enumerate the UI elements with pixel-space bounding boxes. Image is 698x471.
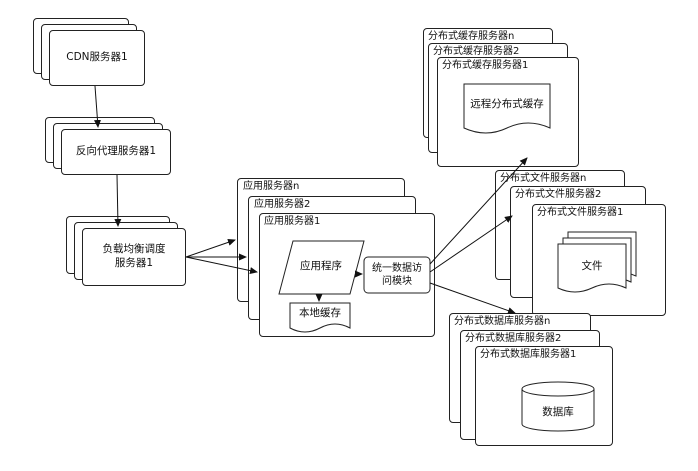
arrow-cdn-to-proxy: [93, 85, 101, 128]
unified-access-label-line2: 问模块: [382, 276, 412, 287]
app-program-label: 应用程序: [300, 260, 342, 273]
app-server-2-label: 应用服务器2: [254, 199, 311, 210]
remote-cache-doc-shape: [463, 83, 551, 134]
arrow-lb-to-app-1: [185, 256, 258, 274]
cdn-server: CDN服务器1: [49, 30, 145, 86]
reverse-proxy-server: 反向代理服务器1: [61, 129, 171, 175]
arrow-lb-to-app-n: [185, 238, 236, 258]
file-doc-front: [557, 243, 627, 293]
remote-cache-label-wrap: 远程分布式缓存: [464, 96, 550, 114]
local-cache-label: 本地缓存: [299, 307, 341, 320]
reverse-proxy-label: 反向代理服务器1: [75, 145, 157, 158]
database-label-wrap: 数据库: [522, 404, 594, 422]
cache-server-1-label: 分布式缓存服务器1: [442, 60, 529, 71]
cdn-server-label: CDN服务器1: [66, 51, 128, 64]
arrow-module-to-db: [429, 282, 516, 314]
file-server-2-label: 分布式文件服务器2: [515, 189, 602, 200]
db-server-1-label: 分布式数据库服务器1: [480, 349, 577, 360]
local-cache-label-wrap: 本地缓存: [290, 306, 350, 322]
arrow-module-to-file: [429, 215, 513, 273]
unified-access-label-wrap: 统一数据访 问模块: [364, 257, 430, 293]
db-server-n-label: 分布式数据库服务器n: [454, 316, 551, 327]
unified-access-label-line1: 统一数据访: [372, 263, 422, 274]
local-cache-shape: [289, 302, 351, 333]
cache-server-n-label: 分布式缓存服务器n: [428, 31, 515, 42]
database-cylinder-shape: [521, 389, 595, 432]
load-balancer-server: 负载均衡调度 服务器1: [82, 228, 186, 286]
file-server-1-label: 分布式文件服务器1: [537, 207, 624, 218]
file-doc-label: 文件: [581, 260, 603, 273]
database-cylinder-top: [521, 381, 595, 397]
cache-server-2-label: 分布式缓存服务器2: [433, 46, 520, 57]
db-server-2-label: 分布式数据库服务器2: [465, 333, 562, 344]
load-balancer-label-line2: 服务器1: [114, 257, 154, 269]
app-server-n-label: 应用服务器n: [243, 181, 300, 192]
file-server-n-label: 分布式文件服务器n: [500, 173, 587, 184]
unified-access-module-shape: [363, 256, 431, 294]
file-doc-label-wrap: 文件: [558, 258, 626, 276]
load-balancer-label-line1: 负载均衡调度: [102, 243, 166, 256]
app-program-label-wrap: 应用程序: [285, 256, 357, 278]
cache-server-1: 分布式缓存服务器1: [437, 57, 579, 167]
app-program-shape: [278, 240, 365, 295]
remote-cache-label: 远程分布式缓存: [470, 98, 544, 111]
arrow-proxy-to-lb: [114, 174, 122, 227]
app-server-1-label: 应用服务器1: [264, 216, 321, 227]
arrow-module-to-cache: [429, 157, 528, 265]
database-label: 数据库: [542, 406, 574, 419]
